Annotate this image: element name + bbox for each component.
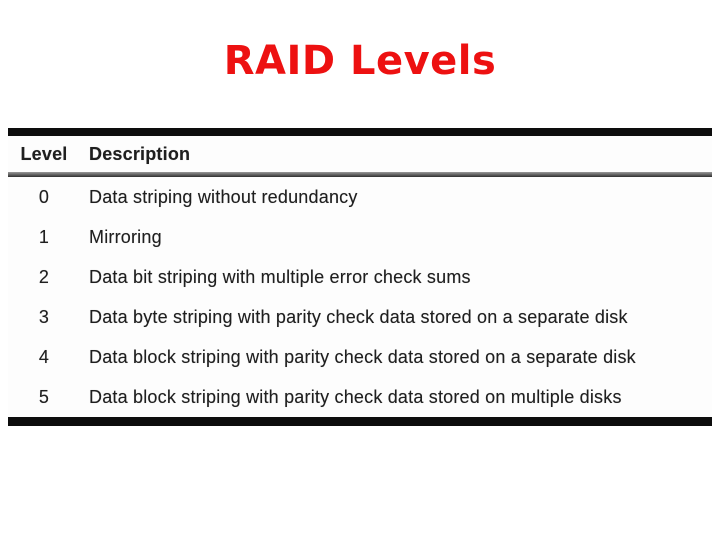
page-title: RAID Levels — [223, 38, 497, 84]
column-header-level: Level — [20, 143, 68, 164]
level-cell: 4 — [38, 346, 50, 367]
header-divider-rule — [8, 172, 712, 177]
description-cell: Mirroring — [89, 226, 162, 247]
description-cell: Data block striping with parity check da… — [89, 386, 622, 407]
description-cell: Data striping without redundancy — [89, 186, 358, 207]
table-row: 3 Data byte striping with parity check d… — [8, 297, 712, 337]
level-cell: 2 — [38, 266, 50, 287]
table-header-row: Level Description — [8, 136, 712, 172]
description-cell: Data byte striping with parity check dat… — [89, 306, 628, 327]
raid-levels-table: Level Description 0 Data striping withou… — [8, 128, 712, 426]
table-row: 0 Data striping without redundancy — [8, 177, 712, 217]
table-row: 2 Data bit striping with multiple error … — [8, 257, 712, 297]
level-cell: 3 — [38, 306, 50, 327]
level-cell: 5 — [38, 386, 50, 407]
table-row: 1 Mirroring — [8, 217, 712, 257]
description-cell: Data block striping with parity check da… — [89, 346, 636, 367]
level-cell: 0 — [38, 186, 50, 207]
column-header-description: Description — [89, 143, 191, 164]
description-cell: Data bit striping with multiple error ch… — [89, 266, 471, 287]
table-row: 4 Data block striping with parity check … — [8, 337, 712, 377]
table-row: 5 Data block striping with parity check … — [8, 377, 712, 417]
level-cell: 1 — [38, 226, 50, 247]
table-body: 0 Data striping without redundancy 1 Mir… — [8, 177, 712, 417]
